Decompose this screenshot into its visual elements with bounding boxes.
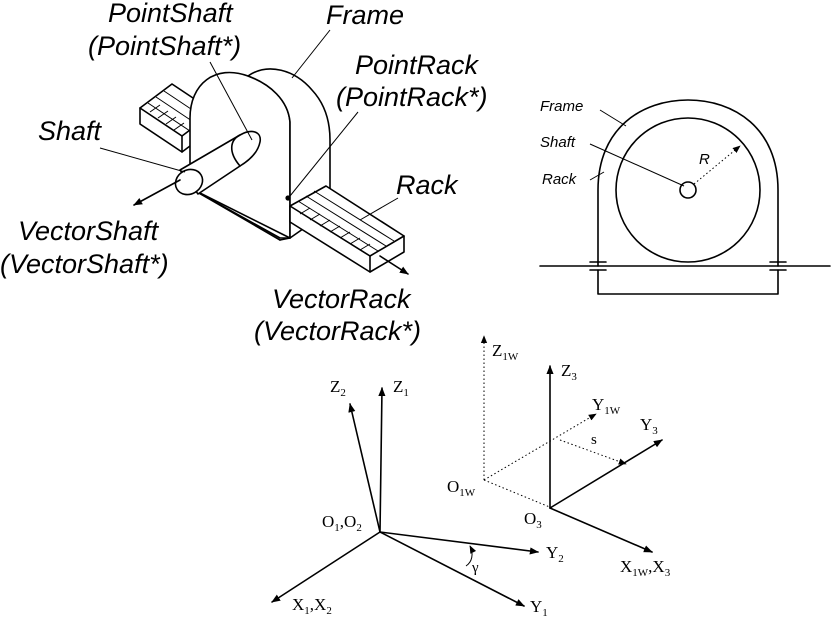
- label-z2: Z2: [330, 377, 346, 399]
- label-vector-shaft-alt: (VectorShaft*): [0, 249, 169, 279]
- coordinate-frame-left: Z2 Z1 O1,O2 Y2 Y1 X1,X2 γ: [271, 377, 564, 619]
- label-x1w-x3: X1W,X3: [620, 557, 671, 579]
- label-gamma: γ: [471, 560, 479, 576]
- label-z1: Z1: [393, 377, 409, 399]
- label-o3: O3: [524, 509, 542, 531]
- label-vector-rack: VectorRack: [272, 284, 412, 314]
- side-label-rack: Rack: [542, 171, 578, 188]
- coordinate-frame-right: Z1W Z3 Y1W Y3 s O1W O3 X1W,X3: [447, 335, 671, 579]
- label-point-rack: PointRack: [355, 50, 480, 80]
- front-rack: [289, 185, 405, 273]
- label-x1-x2: X1,X2: [292, 595, 332, 617]
- label-point-shaft-alt: (PointShaft*): [88, 31, 241, 61]
- side-shaft-hub: [679, 181, 697, 199]
- side-view-diagram: Frame Shaft Rack R: [539, 98, 831, 295]
- label-z1w: Z1W: [492, 341, 519, 363]
- label-shaft: Shaft: [38, 116, 103, 146]
- side-shaft-wheel: [615, 117, 761, 263]
- label-z3: Z3: [561, 361, 577, 383]
- label-point-shaft: PointShaft: [108, 0, 234, 28]
- label-y2: Y2: [546, 543, 564, 565]
- side-label-radius: R: [699, 151, 710, 168]
- vector-shaft-arrow: [133, 179, 181, 206]
- shaft-cylinder: [174, 130, 262, 196]
- label-vector-rack-alt: (VectorRack*): [254, 316, 421, 346]
- rack-pinion-3d: PointShaft (PointShaft*) Frame PointRack…: [0, 0, 488, 346]
- label-rack: Rack: [396, 170, 459, 200]
- label-point-rack-alt: (PointRack*): [336, 82, 488, 112]
- label-s: s: [591, 432, 597, 448]
- label-vector-shaft: VectorShaft: [18, 216, 160, 246]
- point-rack-dot: [285, 195, 291, 201]
- label-frame: Frame: [326, 0, 404, 30]
- side-label-frame: Frame: [540, 98, 583, 115]
- vector-rack-arrow: [379, 255, 409, 275]
- label-o1-o2: O1,O2: [322, 512, 362, 534]
- label-y3: Y3: [640, 415, 658, 437]
- label-y1: Y1: [530, 597, 548, 619]
- label-y1w: Y1W: [592, 395, 621, 417]
- label-o1w: O1W: [447, 477, 476, 499]
- side-label-shaft: Shaft: [540, 134, 576, 151]
